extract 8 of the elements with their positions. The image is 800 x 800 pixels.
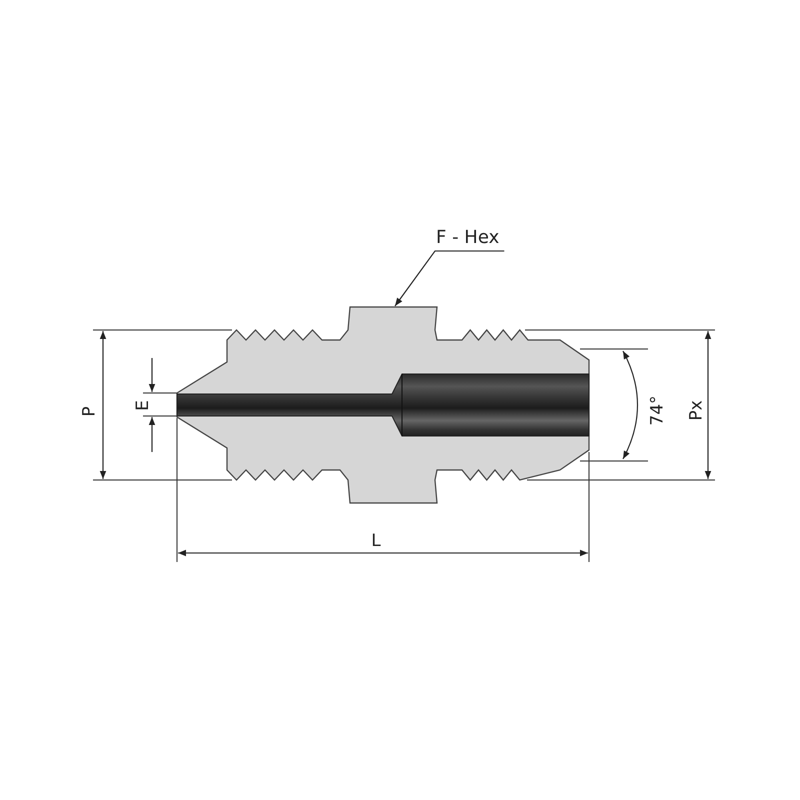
callout-label: F - Hex [436,229,500,247]
leader-line [394,250,504,306]
fitting-drawing [176,306,590,504]
dimension-label: P [82,406,98,416]
dimension-label: L [371,532,381,550]
dimension-label: E [134,400,152,410]
dimension-label: 74° [650,394,666,426]
dimension-label: Px [688,400,706,420]
